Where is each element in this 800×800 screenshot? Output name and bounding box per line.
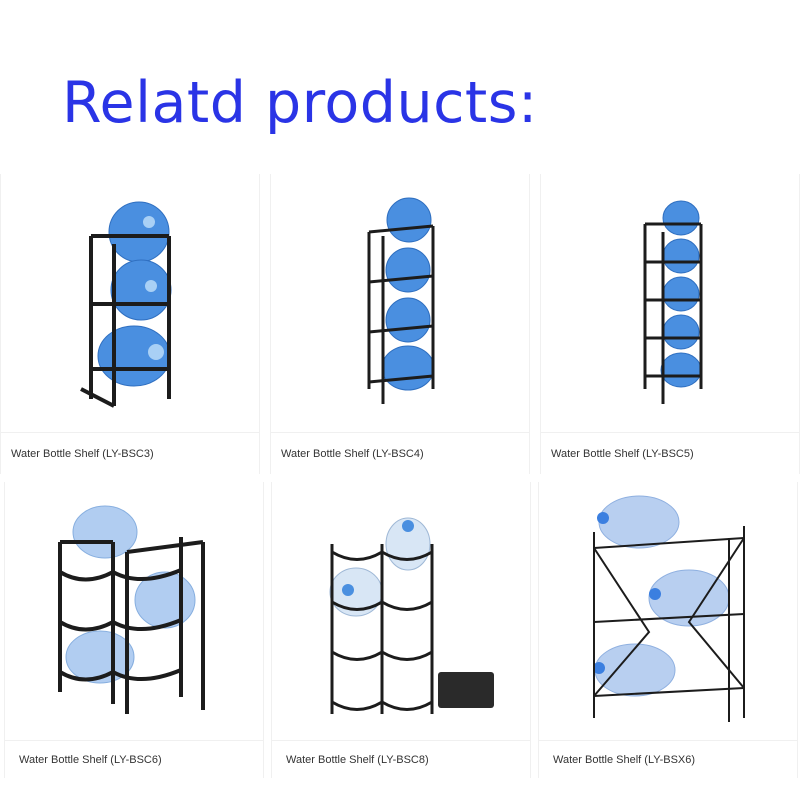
card-divider — [271, 432, 529, 433]
five-tier-bottle-rack-icon — [643, 200, 703, 404]
wire-bottle-rack-icon — [593, 495, 745, 722]
product-card-bsc5[interactable]: Water Bottle Shelf (LY-BSC5) — [540, 174, 800, 474]
product-image[interactable] — [1, 174, 259, 430]
product-card-bsc3[interactable]: Water Bottle Shelf (LY-BSC3) — [0, 174, 260, 474]
six-bottle-double-rack-icon — [58, 505, 205, 714]
card-divider — [1, 432, 259, 433]
product-title[interactable]: Water Bottle Shelf (LY-BSC6) — [19, 754, 162, 766]
product-title[interactable]: Water Bottle Shelf (LY-BSC5) — [551, 448, 694, 460]
card-divider — [539, 740, 797, 741]
card-divider — [272, 740, 530, 741]
product-title[interactable]: Water Bottle Shelf (LY-BSC3) — [11, 448, 154, 460]
eight-bottle-rack-icon — [329, 517, 494, 714]
product-image[interactable] — [539, 482, 797, 732]
product-image[interactable] — [272, 482, 530, 732]
four-tier-bottle-rack-icon — [367, 197, 435, 404]
product-card-bsc8[interactable]: Water Bottle Shelf (LY-BSC8) — [271, 482, 531, 778]
product-image[interactable] — [271, 174, 529, 430]
product-title[interactable]: Water Bottle Shelf (LY-BSC8) — [286, 754, 429, 766]
product-image[interactable] — [541, 174, 799, 430]
product-card-bsc6[interactable]: Water Bottle Shelf (LY-BSC6) — [4, 482, 264, 778]
product-card-bsc4[interactable]: Water Bottle Shelf (LY-BSC4) — [270, 174, 530, 474]
card-divider — [541, 432, 799, 433]
card-divider — [5, 740, 263, 741]
product-title[interactable]: Water Bottle Shelf (LY-BSX6) — [553, 754, 696, 766]
three-tier-bottle-rack-icon — [80, 201, 172, 408]
product-card-bsx6[interactable]: Water Bottle Shelf (LY-BSX6) — [538, 482, 798, 778]
product-title[interactable]: Water Bottle Shelf (LY-BSC4) — [281, 448, 424, 460]
page-title: Relatd products: — [62, 70, 538, 136]
product-image[interactable] — [5, 482, 263, 732]
